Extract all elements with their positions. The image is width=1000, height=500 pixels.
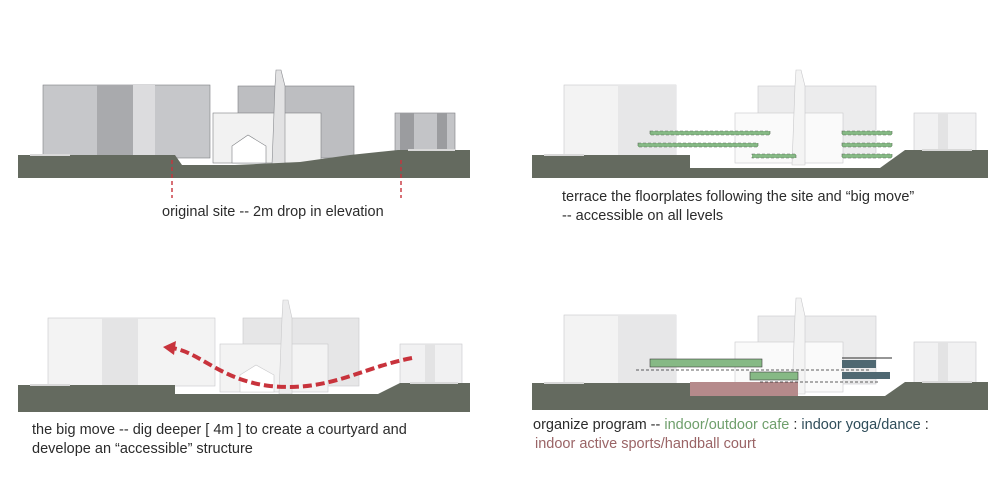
program-blocks bbox=[636, 357, 892, 396]
caption-big-move-line2: develope an “accessible” structure bbox=[32, 441, 253, 457]
big-move-arrow bbox=[171, 346, 413, 389]
court-block bbox=[690, 382, 798, 396]
ground-section bbox=[532, 382, 988, 410]
legend-cafe: indoor/outdoor cafe bbox=[664, 417, 790, 433]
ghost-buildings bbox=[47, 299, 463, 395]
program-prefix: organize program -- bbox=[533, 417, 661, 433]
terrace-floorplates bbox=[637, 130, 893, 159]
legend-yoga: indoor yoga/dance bbox=[801, 417, 921, 433]
ground-section bbox=[532, 150, 988, 178]
ground-section bbox=[18, 383, 470, 412]
caption-big-move-line1: the big move -- dig deeper [ 4m ] to cre… bbox=[32, 422, 407, 438]
panel-original-site bbox=[18, 69, 470, 198]
legend-separator: : bbox=[924, 417, 929, 433]
cafe-block bbox=[749, 371, 799, 381]
caption-original-site: original site -- 2m drop in elevation bbox=[162, 204, 384, 220]
cafe-block bbox=[649, 358, 763, 368]
arrow-head-icon bbox=[163, 341, 176, 355]
caption-terrace-line1: terrace the floorplates following the si… bbox=[562, 189, 915, 205]
yoga-block bbox=[842, 372, 890, 379]
ghost-buildings bbox=[563, 297, 977, 395]
caption-program-line1: organize program -- indoor/outdoor cafe … bbox=[533, 416, 929, 435]
ground-section bbox=[18, 150, 470, 178]
panel-terrace bbox=[532, 69, 988, 178]
legend-court: indoor active sports/handball court bbox=[535, 436, 756, 452]
yoga-block bbox=[842, 360, 876, 368]
legend-separator: : bbox=[793, 417, 798, 433]
caption-terrace-line2: -- accessible on all levels bbox=[562, 208, 724, 224]
panel-big-move bbox=[18, 299, 470, 412]
buildings bbox=[42, 69, 456, 166]
panel-program bbox=[532, 297, 988, 410]
